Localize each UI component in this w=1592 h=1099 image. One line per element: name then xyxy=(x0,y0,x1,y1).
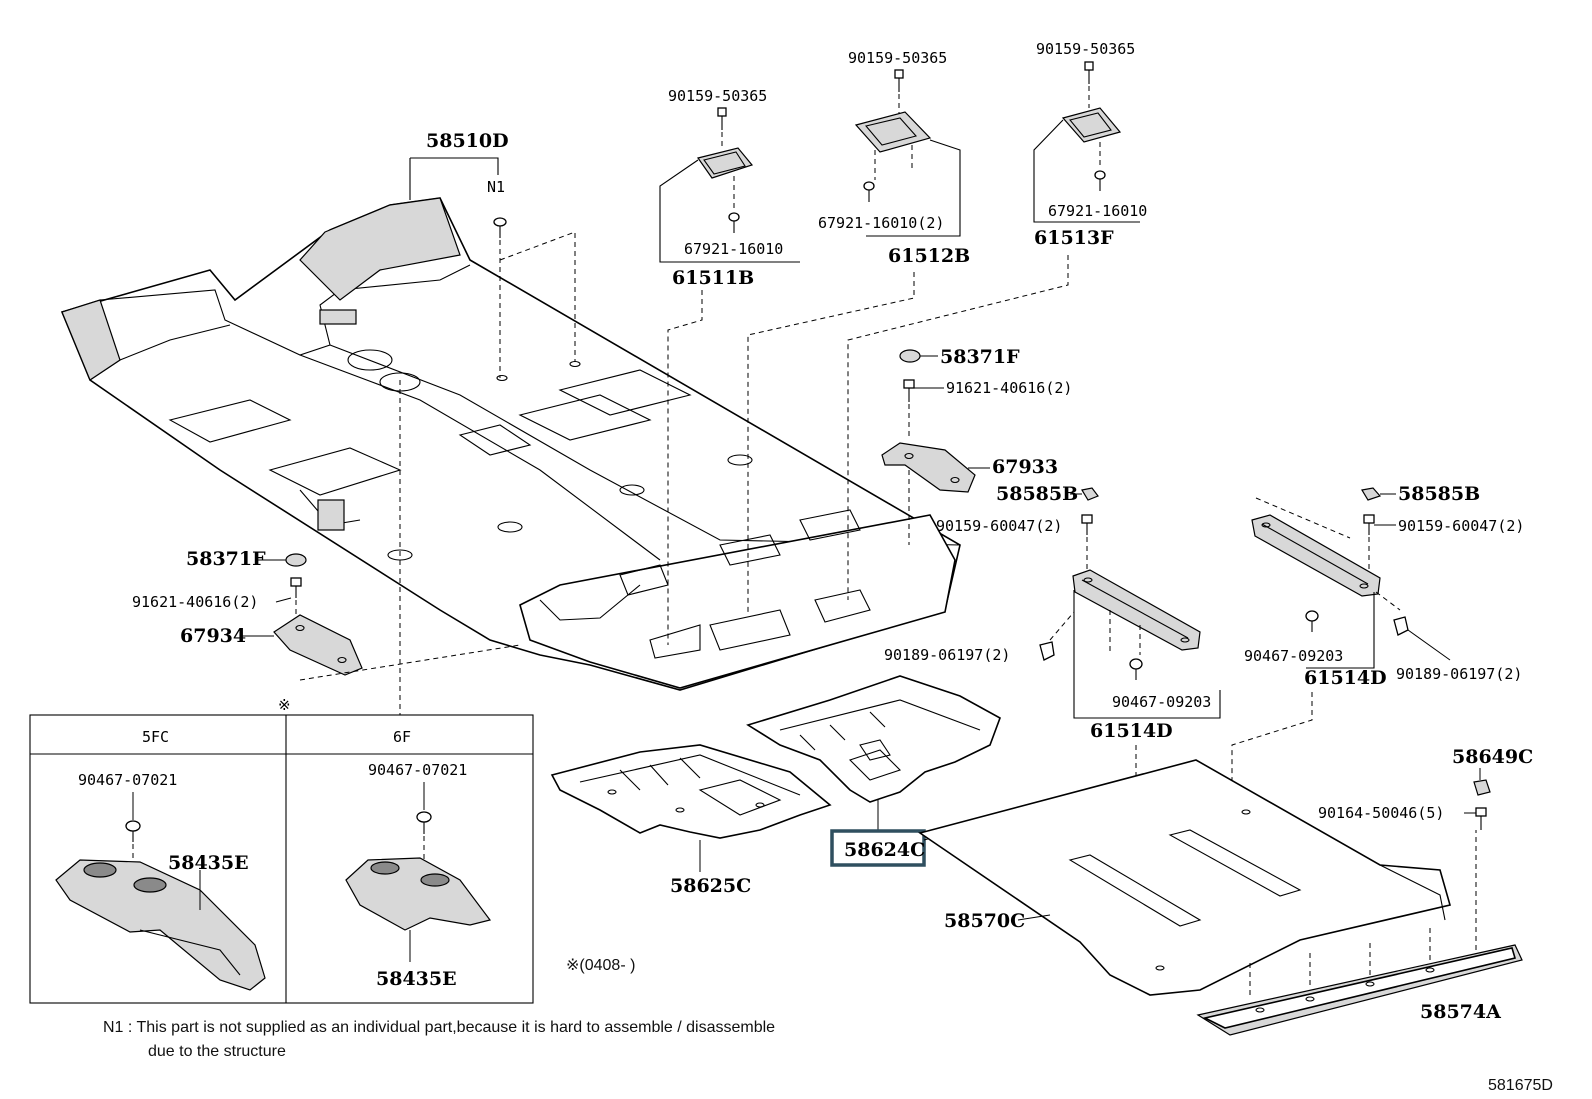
part-label-90159-60047-a: 90159-60047(2) xyxy=(936,517,1062,535)
part-label-61514d-a: 61514D xyxy=(1090,720,1173,742)
part-label-90467-09203-b: 90467-09203 xyxy=(1244,647,1343,665)
cap-58371f-b xyxy=(285,553,307,567)
rail-58574a xyxy=(1196,944,1523,1036)
part-label-67921-16010-a: 67921-16010 xyxy=(684,240,783,258)
part-label-58510d: 58510D xyxy=(426,130,509,152)
plate-67934 xyxy=(273,614,363,676)
part-label-58585b-b: 58585B xyxy=(1398,483,1480,505)
sheet-58570c xyxy=(918,759,1452,996)
bolt-90159-50365-c xyxy=(1084,61,1094,84)
highlight-58624c xyxy=(830,829,926,867)
part-label-58371f-b: 58371F xyxy=(186,548,266,570)
bolt-90159-50365-a xyxy=(717,107,727,130)
clip-58649c xyxy=(1473,779,1491,796)
part-label-61514d-b: 61514D xyxy=(1304,667,1387,689)
clip-90467-07021-b xyxy=(416,811,432,834)
cap-58371f-a xyxy=(899,349,921,363)
part-label-58435e-a: 58435E xyxy=(168,852,249,874)
inset-header-6f: 6F xyxy=(393,728,411,746)
footnote-line-1: N1 : This part is not supplied as an ind… xyxy=(103,1019,775,1036)
part-label-90159-50365-b: 90159-50365 xyxy=(848,49,947,67)
part-label-67934: 67934 xyxy=(180,625,246,647)
bolt-91621-40616-b xyxy=(290,577,302,598)
part-label-90467-07021-b: 90467-07021 xyxy=(368,761,467,779)
console-58435e-a xyxy=(55,859,266,991)
part-label-90467-07021-a: 90467-07021 xyxy=(78,771,177,789)
part-label-58649c: 58649C xyxy=(1452,746,1533,768)
clip-90189-06197-b xyxy=(1393,616,1409,636)
clip-67921-16010-b xyxy=(863,181,875,202)
bolt-91621-40616-a xyxy=(903,379,915,402)
part-label-58371f-a: 58371F xyxy=(940,346,1020,368)
part-label-58574a: 58574A xyxy=(1420,1001,1501,1023)
tray-58625c xyxy=(550,744,832,839)
part-label-58435e-b: 58435E xyxy=(376,968,457,990)
ref-mark: ※ xyxy=(278,696,291,714)
ref-note: ※(0408- ) xyxy=(566,957,635,974)
tray-58624c xyxy=(746,675,1001,803)
part-label-90164-50046: 90164-50046(5) xyxy=(1318,804,1444,822)
clip-67921-16010-a xyxy=(728,212,740,233)
nut-58585b-a xyxy=(1081,487,1099,501)
clip-90467-09203-a xyxy=(1129,658,1143,680)
clip-90467-07021-a xyxy=(125,820,141,842)
bolt-90159-50365-b xyxy=(894,69,904,92)
inset-header-5fc: 5FC xyxy=(142,728,169,746)
part-label-90467-09203-a: 90467-09203 xyxy=(1112,693,1211,711)
footnote-line-2: due to the structure xyxy=(148,1043,286,1060)
part-label-67933: 67933 xyxy=(992,456,1058,478)
nut-58585b-b xyxy=(1361,487,1382,501)
part-label-61512b: 61512B xyxy=(888,245,970,267)
rail-61514d-b xyxy=(1251,514,1381,597)
console-58435e-b xyxy=(345,857,492,931)
part-label-58624c: 58624C xyxy=(844,839,925,861)
floor-carpet-58510d xyxy=(60,197,961,691)
part-label-90189-06197-b: 90189-06197(2) xyxy=(1396,665,1522,683)
part-label-90159-50365-a: 90159-50365 xyxy=(668,87,767,105)
part-label-90159-50365-c: 90159-50365 xyxy=(1036,40,1135,58)
part-label-91621-40616-b: 91621-40616(2) xyxy=(132,593,258,611)
part-label-61513f: 61513F xyxy=(1034,227,1114,249)
part-label-61511b: 61511B xyxy=(672,267,754,289)
inset-box xyxy=(29,714,534,1004)
part-label-91621-40616-a: 91621-40616(2) xyxy=(946,379,1072,397)
part-label-n1: N1 xyxy=(487,178,505,196)
clip-67921-16010-c xyxy=(1094,170,1106,191)
diagram-id: 581675D xyxy=(1488,1077,1553,1094)
clip-90189-06197-a xyxy=(1039,641,1055,661)
bracket-67933 xyxy=(881,442,976,493)
clip-90467-09203-b xyxy=(1305,610,1319,632)
part-label-58625c: 58625C xyxy=(670,875,751,897)
bolt-90159-60047-a xyxy=(1081,514,1093,535)
part-label-90189-06197-a: 90189-06197(2) xyxy=(884,646,1010,664)
part-label-58570c: 58570C xyxy=(944,910,1025,932)
part-label-67921-16010-c: 67921-16010 xyxy=(1048,202,1147,220)
bolt-90159-60047-b xyxy=(1363,514,1375,535)
part-label-58585b-a: 58585B xyxy=(996,483,1078,505)
rail-61514d-a xyxy=(1072,569,1201,651)
clip-fastener-n1 xyxy=(493,217,507,238)
part-label-90159-60047-b: 90159-60047(2) xyxy=(1398,517,1524,535)
screw-90164-50046 xyxy=(1475,807,1487,830)
part-label-67921-16010-b: 67921-16010(2) xyxy=(818,214,944,232)
